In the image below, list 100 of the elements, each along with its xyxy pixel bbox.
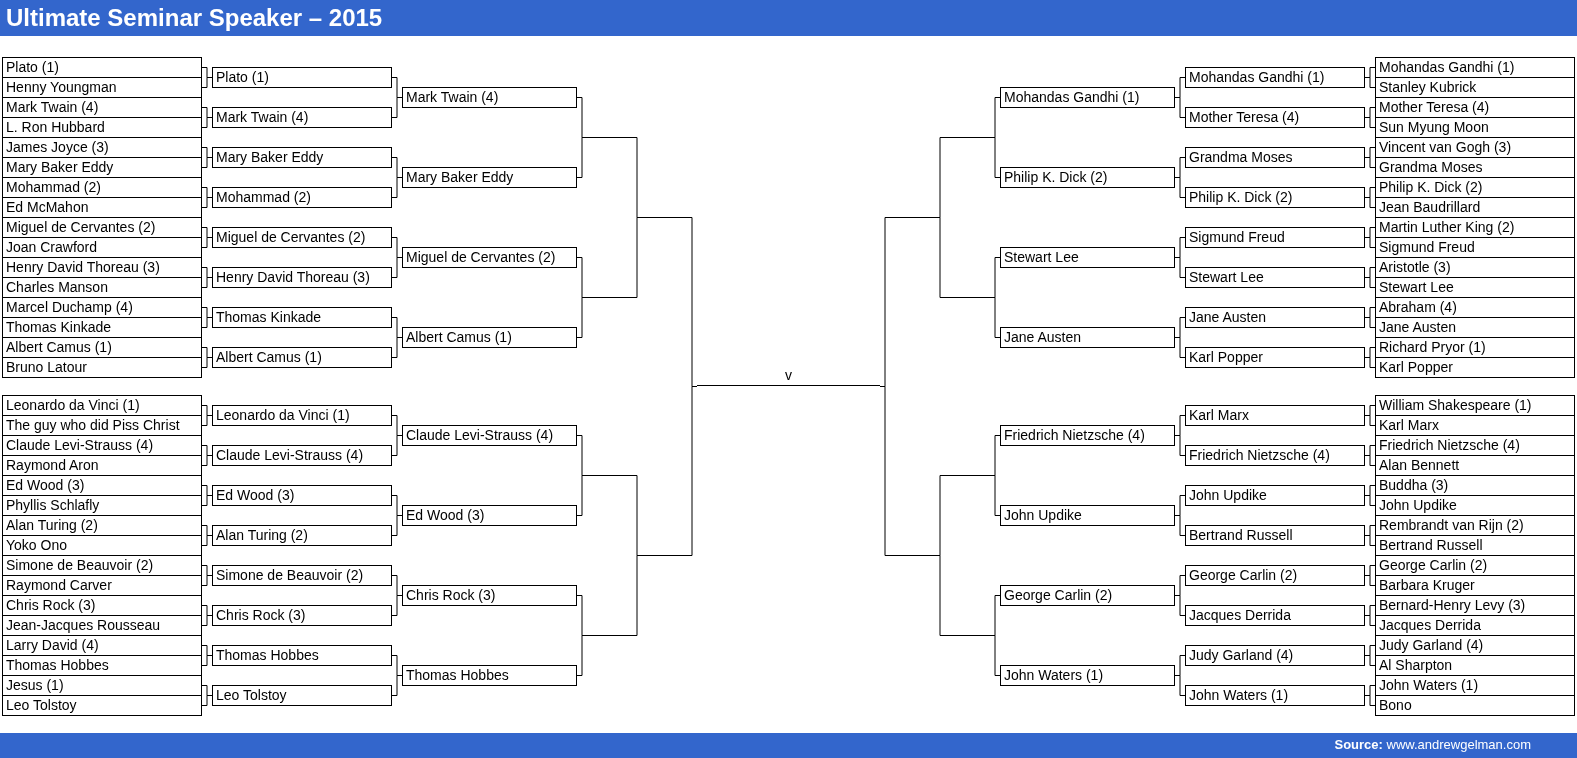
bracket-entry: Simone de Beauvoir (2) (212, 565, 392, 586)
bracket-entry: Chris Rock (3) (402, 585, 577, 606)
bracket-entry: Claude Levi-Strauss (4) (402, 425, 577, 446)
bracket-entry: Charles Manson (2, 277, 202, 298)
bracket-entry: George Carlin (2) (1000, 585, 1175, 606)
bracket-slot-line (890, 555, 935, 556)
bracket-entry: Mary Baker Eddy (212, 147, 392, 168)
bracket-slot-line (945, 297, 990, 298)
bracket-slot-line (587, 297, 632, 298)
bracket-entry: Jacques Derrida (1375, 615, 1575, 636)
bracket-entry: Ed Wood (3) (2, 475, 202, 496)
bracket-entry: Jean-Jacques Rousseau (2, 615, 202, 636)
bracket-entry: Marcel Duchamp (4) (2, 297, 202, 318)
bracket-entry: Mother Teresa (4) (1375, 97, 1575, 118)
bracket-entry: Mark Twain (4) (212, 107, 392, 128)
bracket-entry: Stewart Lee (1185, 267, 1365, 288)
bracket-entry: Thomas Hobbes (212, 645, 392, 666)
bracket-entry: Grandma Moses (1185, 147, 1365, 168)
bracket-entry: L. Ron Hubbard (2, 117, 202, 138)
bracket-entry: John Updike (1000, 505, 1175, 526)
bracket-entry: Barbara Kruger (1375, 575, 1575, 596)
bracket-entry: Albert Camus (1) (402, 327, 577, 348)
bracket-slot-line (587, 635, 632, 636)
bracket-entry: Bernard-Henry Levy (3) (1375, 595, 1575, 616)
bracket-entry: Mohandas Gandhi (1) (1185, 67, 1365, 88)
bracket-entry: John Updike (1375, 495, 1575, 516)
bracket-entry: Phyllis Schlafly (2, 495, 202, 516)
bracket-entry: Ed Wood (3) (212, 485, 392, 506)
bracket-entry: Claude Levi-Strauss (4) (212, 445, 392, 466)
source-note: Source: www.andrewgelman.com (1334, 737, 1531, 752)
bracket-entry: John Waters (1) (1375, 675, 1575, 696)
bracket-entry: Claude Levi-Strauss (4) (2, 435, 202, 456)
bracket-entry: Karl Marx (1185, 405, 1365, 426)
bracket-entry: Mark Twain (4) (402, 87, 577, 108)
title-banner: Ultimate Seminar Speaker – 2015 (0, 0, 1577, 36)
bracket-entry: Plato (1) (2, 57, 202, 78)
bracket-entry: Alan Bennett (1375, 455, 1575, 476)
bracket-entry: Rembrandt van Rijn (2) (1375, 515, 1575, 536)
bracket-entry: Jacques Derrida (1185, 605, 1365, 626)
bracket-entry: Sun Myung Moon (1375, 117, 1575, 138)
bracket-entry: Mohammad (2) (2, 177, 202, 198)
bracket-entry: Ed Wood (3) (402, 505, 577, 526)
bracket-entry: Mother Teresa (4) (1185, 107, 1365, 128)
bracket-entry: Bono (1375, 695, 1575, 716)
bracket-entry: Leo Tolstoy (2, 695, 202, 716)
bracket-entry: Raymond Aron (2, 455, 202, 476)
bracket-entry: Friedrich Nietzsche (4) (1000, 425, 1175, 446)
bracket-entry: Bruno Latour (2, 357, 202, 378)
bracket-entry: Philip K. Dick (2) (1000, 167, 1175, 188)
bracket-entry: Friedrich Nietzsche (4) (1375, 435, 1575, 456)
bracket-slot-line (642, 217, 687, 218)
bracket-entry: Jesus (1) (2, 675, 202, 696)
bracket-slot-line (945, 475, 990, 476)
bracket-entry: George Carlin (2) (1185, 565, 1365, 586)
bracket-entry: Raymond Carver (2, 575, 202, 596)
bracket-entry: Thomas Kinkade (2, 317, 202, 338)
bracket-entry: Grandma Moses (1375, 157, 1575, 178)
bracket-entry: John Updike (1185, 485, 1365, 506)
bracket-entry: Yoko Ono (2, 535, 202, 556)
bracket-entry: Miguel de Cervantes (2) (2, 217, 202, 238)
bracket-slot-line (945, 137, 990, 138)
bracket-slot-line (890, 217, 935, 218)
bracket-entry: Al Sharpton (1375, 655, 1575, 676)
bracket-entry: Henry David Thoreau (3) (2, 257, 202, 278)
bracket-entry: Stanley Kubrick (1375, 77, 1575, 98)
bracket-entry: Thomas Hobbes (402, 665, 577, 686)
versus-label: v (697, 366, 880, 386)
bracket-entry: Richard Pryor (1) (1375, 337, 1575, 358)
bracket-entry: Karl Marx (1375, 415, 1575, 436)
bracket-entry: Judy Garland (4) (1375, 635, 1575, 656)
bracket-entry: William Shakespeare (1) (1375, 395, 1575, 416)
bracket-entry: Albert Camus (1) (212, 347, 392, 368)
bracket-entry: Plato (1) (212, 67, 392, 88)
bracket-entry: Albert Camus (1) (2, 337, 202, 358)
bracket-entry: Mohammad (2) (212, 187, 392, 208)
bracket-entry: Judy Garland (4) (1185, 645, 1365, 666)
bracket-entry: Miguel de Cervantes (2) (212, 227, 392, 248)
bracket-entry: Bertrand Russell (1375, 535, 1575, 556)
bracket-entry: The guy who did Piss Christ (2, 415, 202, 436)
bracket-entry: Alan Turing (2) (2, 515, 202, 536)
bracket-entry: Mary Baker Eddy (402, 167, 577, 188)
bracket-entry: Joan Crawford (2, 237, 202, 258)
bracket-entry: James Joyce (3) (2, 137, 202, 158)
bracket-entry: Vincent van Gogh (3) (1375, 137, 1575, 158)
bracket-entry: Friedrich Nietzsche (4) (1185, 445, 1365, 466)
bracket-slot-line (945, 635, 990, 636)
bracket-entry: Alan Turing (2) (212, 525, 392, 546)
bracket-entry: Thomas Kinkade (212, 307, 392, 328)
bracket-entry: Thomas Hobbes (2, 655, 202, 676)
bracket-entry: Bertrand Russell (1185, 525, 1365, 546)
bracket-entry: Karl Popper (1375, 357, 1575, 378)
bracket-entry: Henry David Thoreau (3) (212, 267, 392, 288)
bracket-entry: Mark Twain (4) (2, 97, 202, 118)
bracket-entry: Simone de Beauvoir (2) (2, 555, 202, 576)
bracket-entry: Aristotle (3) (1375, 257, 1575, 278)
bracket-entry: Philip K. Dick (2) (1185, 187, 1365, 208)
bracket-slot-line (587, 137, 632, 138)
bracket-entry: Jean Baudrillard (1375, 197, 1575, 218)
bracket-entry: Stewart Lee (1375, 277, 1575, 298)
bracket-entry: Sigmund Freud (1185, 227, 1365, 248)
